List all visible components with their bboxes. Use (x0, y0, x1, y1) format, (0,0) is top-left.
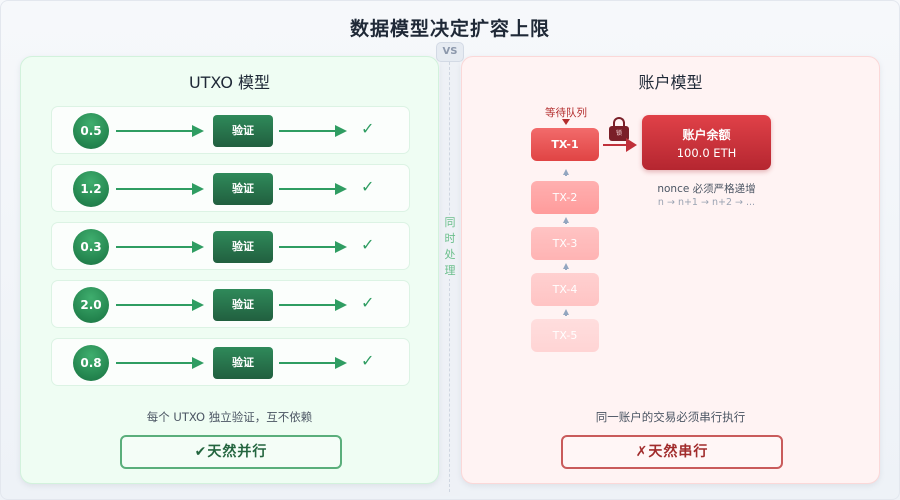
arrow-right-icon (116, 357, 204, 369)
arrow-up-icon (563, 217, 569, 224)
tx-box: TX-1 (531, 128, 599, 161)
tx-box: TX-2 (531, 181, 599, 214)
check-icon: ✓ (361, 293, 375, 312)
arrow-up-icon (563, 169, 569, 176)
serial-verdict-badge: ✗天然串行 (561, 435, 783, 469)
utxo-row: 0.8 验证 ✓ (51, 338, 410, 386)
arrow-right-icon (116, 241, 204, 253)
arrow-right-icon (116, 183, 204, 195)
account-balance-box: 账户余额 100.0 ETH (642, 115, 771, 170)
tx-box: TX-5 (531, 319, 599, 352)
utxo-coin: 0.8 (73, 345, 109, 381)
divider-label: 同时处理 (443, 215, 457, 279)
utxo-row: 0.3 验证 ✓ (51, 222, 410, 270)
nonce-sequence: n → n+1 → n+2 → ... (657, 197, 756, 208)
utxo-panel: UTXO 模型 0.5 验证 ✓ 1.2 验证 ✓ 0.3 验证 ✓ 2.0 验… (20, 56, 439, 484)
queue-label: 等待队列 (545, 107, 587, 119)
parallel-verdict-badge: ✔天然并行 (120, 435, 342, 469)
account-caption: 同一账户的交易必须串行执行 (595, 410, 746, 424)
arrow-right-icon (279, 357, 347, 369)
verify-box: 验证 (213, 347, 273, 379)
tx-box: TX-4 (531, 273, 599, 306)
arrow-right-icon (279, 125, 347, 137)
arrow-right-icon (116, 125, 204, 137)
utxo-row: 1.2 验证 ✓ (51, 164, 410, 212)
check-icon: ✓ (361, 119, 375, 138)
tx-box: TX-3 (531, 227, 599, 260)
arrow-up-icon (563, 263, 569, 270)
check-icon: ✓ (361, 177, 375, 196)
utxo-coin: 0.3 (73, 229, 109, 265)
arrow-right-icon (603, 138, 637, 152)
nonce-rule: nonce 必须严格递增 (657, 183, 756, 195)
lock-shackle (613, 117, 625, 128)
verify-box: 验证 (213, 173, 273, 205)
arrow-right-icon (279, 241, 347, 253)
account-panel: 账户模型 等待队列 TX-1 TX-2 TX-3 TX-4 TX-5 锁 账户余… (461, 56, 880, 484)
page-title: 数据模型决定扩容上限 (349, 18, 550, 40)
account-balance-value: 100.0 ETH (676, 146, 737, 160)
pointer-down-icon (562, 119, 570, 125)
lock-body: 锁 (609, 126, 629, 141)
utxo-coin: 2.0 (73, 287, 109, 323)
arrow-right-icon (279, 183, 347, 195)
verify-box: 验证 (213, 231, 273, 263)
lock-icon: 锁 (608, 117, 630, 143)
arrow-right-icon (279, 299, 347, 311)
utxo-coin: 1.2 (73, 171, 109, 207)
arrow-right-icon (116, 299, 204, 311)
utxo-coin: 0.5 (73, 113, 109, 149)
account-panel-title: 账户模型 (638, 73, 703, 92)
utxo-row: 2.0 验证 ✓ (51, 280, 410, 328)
account-box-title: 账户余额 (682, 128, 731, 142)
check-icon: ✓ (361, 235, 375, 254)
verify-box: 验证 (213, 115, 273, 147)
check-icon: ✓ (361, 351, 375, 370)
vs-badge: VS (436, 42, 464, 62)
arrow-up-icon (563, 309, 569, 316)
utxo-panel-title: UTXO 模型 (188, 73, 271, 92)
verify-box: 验证 (213, 289, 273, 321)
utxo-row: 0.5 验证 ✓ (51, 106, 410, 154)
utxo-caption: 每个 UTXO 独立验证，互不依赖 (146, 410, 313, 424)
